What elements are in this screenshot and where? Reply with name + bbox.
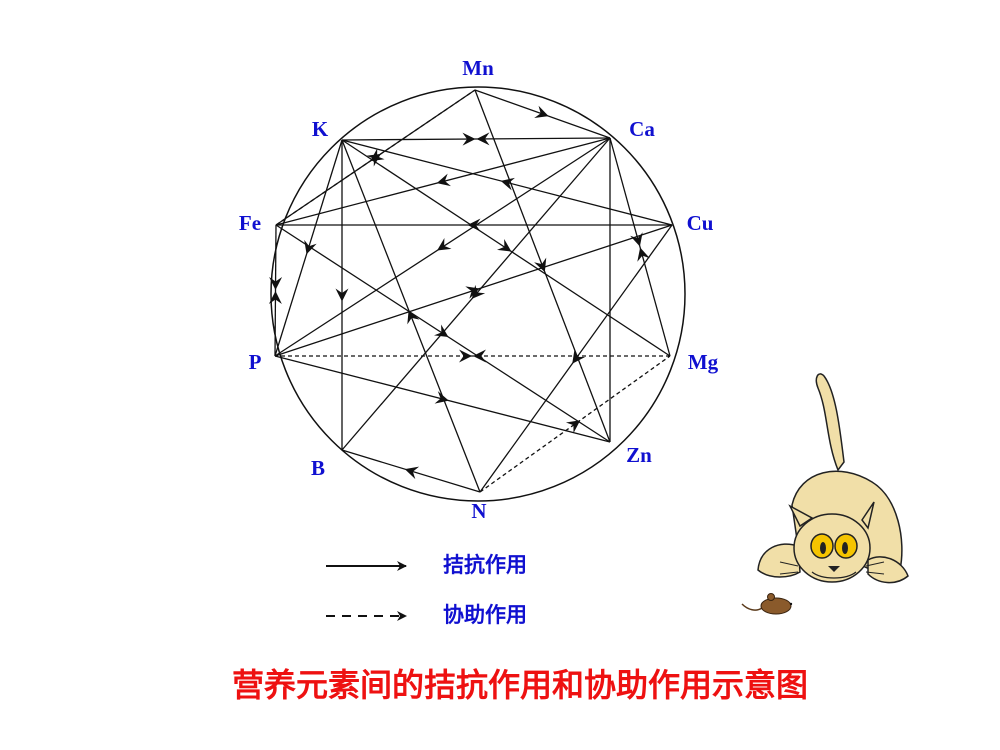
node-label-b: B bbox=[311, 456, 325, 480]
node-label-ca: Ca bbox=[629, 117, 655, 141]
arrowhead-fe-zn bbox=[434, 324, 449, 338]
edge-fe-p bbox=[274, 224, 277, 357]
node-label-fe: Fe bbox=[239, 211, 261, 235]
mutual-arrowhead-b-k-ca bbox=[476, 132, 490, 146]
arrowhead-p-cu bbox=[465, 286, 480, 299]
mutual-arrowhead-b-fe-p bbox=[268, 291, 282, 305]
mutual-arrowhead-a-fe-p bbox=[269, 276, 283, 290]
node-label-mg: Mg bbox=[688, 350, 719, 374]
arrowhead-ca-p bbox=[437, 238, 452, 251]
legend-antagonism-label: 拮抗作用 bbox=[443, 553, 527, 577]
mouse-illustration bbox=[741, 593, 793, 615]
mutual-arrowhead-b-ca-mg bbox=[637, 247, 650, 262]
markers-layer bbox=[268, 105, 650, 480]
mutual-arrowhead-a-mg-p bbox=[473, 349, 486, 363]
mutual-arrowhead-b-mg-p bbox=[459, 349, 472, 363]
arrowhead-cu-fe bbox=[467, 218, 481, 232]
node-label-mn: Mn bbox=[462, 56, 494, 80]
node-label-k: K bbox=[312, 117, 329, 141]
figure-caption: 营养元素间的拮抗作用和协助作用示意图 bbox=[231, 666, 808, 704]
node-label-n: N bbox=[471, 499, 486, 523]
arrowhead-k-p bbox=[304, 239, 317, 255]
arrowhead-ca-fe bbox=[436, 173, 451, 187]
arrowhead-mn-zn bbox=[534, 257, 547, 273]
mutual-arrowhead-a-ca-mg bbox=[630, 232, 643, 247]
cat-illustration bbox=[757, 373, 909, 584]
arrowhead-n-mg bbox=[565, 420, 581, 434]
element-circle bbox=[270, 86, 686, 502]
edge-k-ca bbox=[341, 137, 611, 141]
arrowhead-n-b bbox=[404, 466, 420, 480]
arrowhead-cu-n bbox=[572, 349, 586, 364]
arrowhead-p-zn bbox=[434, 391, 449, 404]
arrowhead-k-b bbox=[335, 288, 349, 302]
edge-ca-mg bbox=[609, 137, 671, 357]
arrowhead-fe-mn bbox=[366, 153, 381, 167]
legend-synergy-label: 协助作用 bbox=[443, 603, 527, 627]
node-label-cu: Cu bbox=[687, 211, 714, 235]
edge-n-mg bbox=[479, 355, 671, 493]
arrowhead-mn-ca bbox=[534, 105, 549, 118]
node-label-p: P bbox=[249, 350, 262, 374]
arrowhead-cu-k bbox=[500, 177, 515, 191]
arrowhead-n-k bbox=[407, 309, 420, 325]
mutual-arrowhead-a-k-ca bbox=[462, 132, 476, 146]
node-label-zn: Zn bbox=[626, 443, 652, 467]
arrowhead-k-mg bbox=[496, 238, 512, 252]
